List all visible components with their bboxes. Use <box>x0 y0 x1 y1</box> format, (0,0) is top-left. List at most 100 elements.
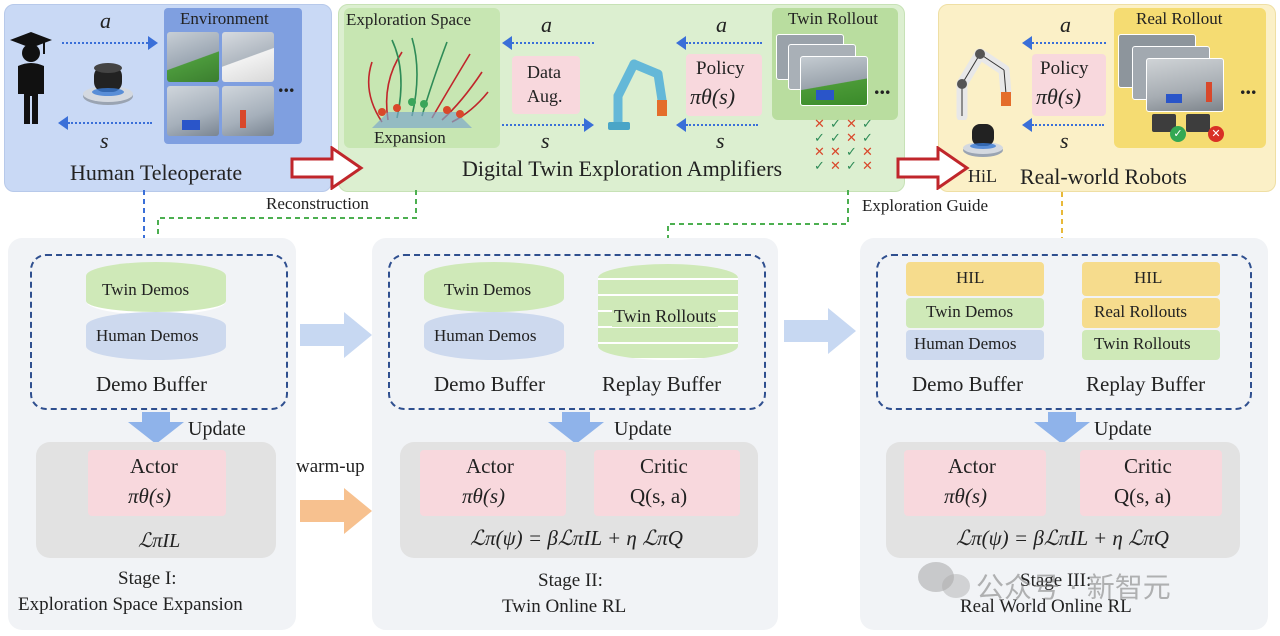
env-block-blue <box>182 120 200 130</box>
stage3-critic-box <box>1080 450 1222 516</box>
stage3-demo-buffer-label: Demo Buffer <box>912 372 1023 396</box>
svg-text:✕: ✕ <box>846 131 857 146</box>
twin-a-label-2: a <box>716 12 727 37</box>
stage2-human-demos-disk <box>424 312 564 360</box>
stage3-update-arrow <box>1034 412 1090 444</box>
real-state-arrowhead <box>1022 118 1032 132</box>
env-image-1 <box>167 32 219 82</box>
stage3-replay-real-disk <box>1082 298 1220 328</box>
twin-action-arrowhead-1 <box>502 36 512 50</box>
stage3-actor-box <box>904 450 1046 516</box>
real-policy-formula: πθ(s) <box>1036 84 1082 109</box>
stage3-demo-human-disk <box>906 330 1044 360</box>
real-action-arrow <box>1032 42 1106 44</box>
success-check-icon: ✓ <box>1170 126 1186 142</box>
stage3-demo-hil: HIL <box>956 268 985 287</box>
real-action-arrowhead <box>1022 36 1032 50</box>
stage1-human-demos-disk <box>86 312 226 360</box>
stage1-to-stage2-arrow <box>300 312 372 358</box>
exploration-space-title: Exploration Space <box>346 10 472 29</box>
svg-text:✓: ✓ <box>830 117 841 132</box>
twin-s-label-1: s <box>541 128 550 153</box>
stage3-loss: ℒπ(ψ) = βℒπIL + η ℒπQ <box>956 526 1169 550</box>
twin-rollout-block <box>816 90 834 100</box>
human-teleoperate-caption: Human Teleoperate <box>70 160 243 185</box>
twin-rollout-ellipsis: ... <box>874 74 891 99</box>
human-state-arrow <box>68 122 152 124</box>
twin-action-arrowhead-2 <box>676 36 686 50</box>
stage3-replay-twin: Twin Rollouts <box>1094 334 1191 353</box>
svg-text:✓: ✓ <box>830 131 841 146</box>
red-arrow-2 <box>896 146 970 190</box>
real-state-arrow <box>1032 124 1104 126</box>
real-world-caption: Real-world Robots <box>1020 164 1187 189</box>
stage3-update-label: Update <box>1094 418 1152 440</box>
digital-twin-caption: Digital Twin Exploration Amplifiers <box>462 156 783 181</box>
stage2-replay-buffer-label: Replay Buffer <box>602 372 722 396</box>
env-block-red <box>240 110 246 128</box>
real-s-label: s <box>1060 128 1069 153</box>
data-aug-box <box>512 56 580 114</box>
real-policy-label: Policy <box>1040 58 1089 79</box>
real-policy-box <box>1032 54 1106 116</box>
twin-state-arrowhead-1 <box>584 118 594 132</box>
stage2-twin-rollouts: Twin Rollouts <box>612 306 719 327</box>
stage2-title-line2: Twin Online RL <box>502 596 627 617</box>
svg-text:✕: ✕ <box>862 145 873 160</box>
watermark-text: 公众号 · 新智元 <box>976 571 1171 604</box>
human-action-arrowhead <box>148 36 158 50</box>
stage3-replay-hil: HIL <box>1134 268 1163 287</box>
stage1-actor-box <box>88 450 226 516</box>
stage1-twin-demos: Twin Demos <box>102 280 190 299</box>
stage1-loss: ℒπIL <box>138 530 181 552</box>
svg-text:✕: ✕ <box>814 117 825 132</box>
twin-policy-formula: πθ(s) <box>690 84 736 109</box>
twin-a-label-1: a <box>541 12 552 37</box>
warmup-label: warm-up <box>296 456 365 477</box>
stage1-human-demos: Human Demos <box>96 326 199 345</box>
stage1-update-arrow <box>128 412 184 444</box>
svg-text:✕: ✕ <box>862 159 873 172</box>
twin-action-arrow-1 <box>512 42 594 44</box>
data-aug-line1: Data <box>527 62 561 82</box>
svg-text:✕: ✕ <box>846 117 857 132</box>
stage3-demo-twin: Twin Demos <box>926 302 1014 321</box>
svg-text:✕: ✕ <box>830 145 841 160</box>
stage2-to-stage3-arrow <box>784 308 856 354</box>
stage3-demo-hil-disk <box>906 262 1044 296</box>
failure-cross-icon: ✕ <box>1208 126 1224 142</box>
stage1-actor-label: Actor <box>130 454 178 478</box>
stage3-critic-label: Critic <box>1124 454 1172 478</box>
stage3-title-line1: Stage III: <box>1020 570 1092 591</box>
stage2-demo-buffer-label: Demo Buffer <box>434 372 545 396</box>
stage3-title-line2: Real World Online RL <box>960 596 1132 617</box>
stage2-loss: ℒπ(ψ) = βℒπIL + η ℒπQ <box>470 526 683 550</box>
svg-text:✕: ✕ <box>814 145 825 160</box>
warmup-arrow <box>300 488 372 534</box>
real-rollout-ellipsis: ... <box>1240 74 1257 99</box>
stage3-actor-label: Actor <box>948 454 996 478</box>
stage2-twin-demos: Twin Demos <box>444 280 532 299</box>
stage1-demo-buffer-label: Demo Buffer <box>96 372 207 396</box>
real-rollout-mini-2 <box>1186 114 1210 132</box>
environment-title: Environment <box>180 9 269 28</box>
twin-policy-label: Policy <box>696 58 745 79</box>
svg-text:✓: ✓ <box>846 159 857 172</box>
human-action-arrow <box>62 42 148 44</box>
stage3-actor-formula: πθ(s) <box>944 484 987 508</box>
wechat-icon-small <box>942 574 970 598</box>
stage3-replay-real: Real Rollouts <box>1094 302 1188 321</box>
real-rollout-object <box>1206 82 1212 102</box>
real-rollout-block <box>1166 94 1182 103</box>
svg-text:✓: ✓ <box>862 131 873 146</box>
stage3-buffer-frame <box>876 254 1252 410</box>
twin-rollout-stack-3 <box>800 56 868 106</box>
stage3-replay-twin-disk <box>1082 330 1220 360</box>
env-ellipsis: ... <box>278 72 295 97</box>
human-a-label: a <box>100 8 111 33</box>
checklist-grid-icon: ✕✓✕✓ ✓✓✕✓ ✕✕✓✕ ✓✕✓✕ <box>814 117 873 172</box>
person-icon <box>10 32 52 124</box>
exploration-tree-icon <box>367 37 489 128</box>
hil-spacemouse-icon <box>963 124 1003 157</box>
real-rollout-mini-1 <box>1152 114 1176 132</box>
